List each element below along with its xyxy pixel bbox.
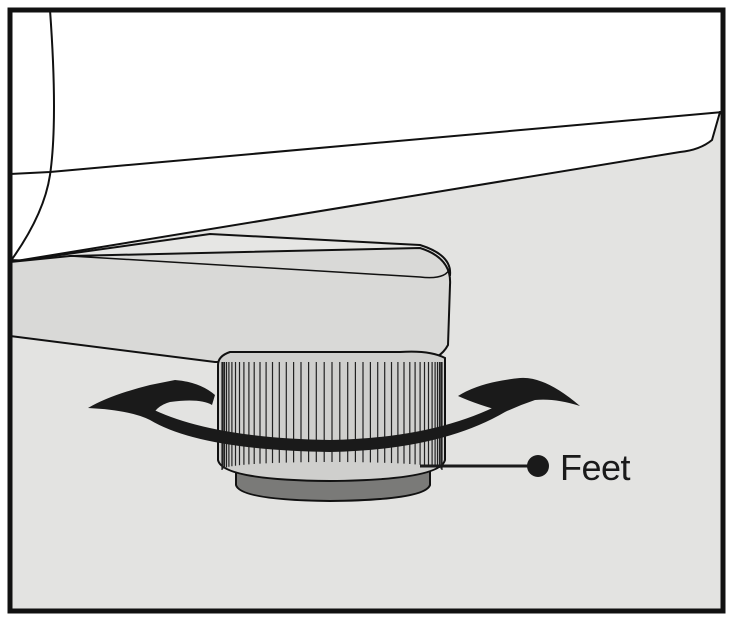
rotation-arrow-right-icon: [458, 377, 580, 412]
feet-label: Feet: [560, 447, 631, 488]
frame: [7, 7, 726, 614]
callout-dot-icon: [527, 455, 549, 477]
knob-ridges: [221, 362, 443, 470]
rotation-band: [150, 400, 508, 452]
device-body-edge: [9, 9, 55, 263]
rotation-arrow-left-icon: [88, 380, 215, 420]
adjustable-foot: [217, 350, 446, 503]
device-body-seam: [9, 111, 724, 175]
base-arm-upper-edge: [69, 255, 451, 279]
